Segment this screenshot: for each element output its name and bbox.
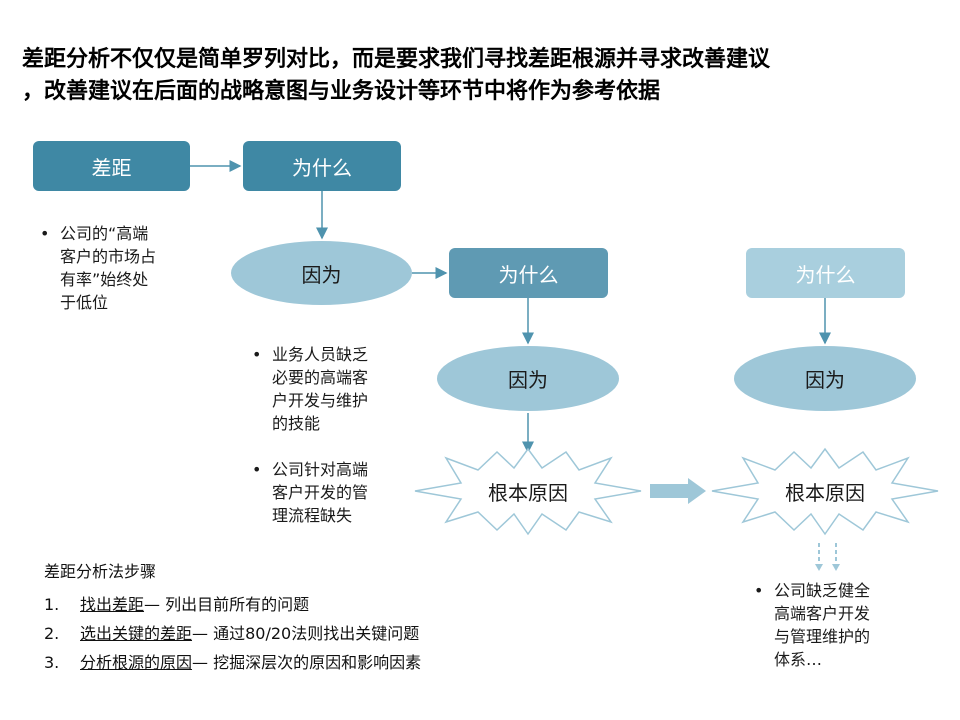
page-title: 差距分析不仅仅是简单罗列对比，而是要求我们寻找差距根源并寻求改善建议 ，改善建议… xyxy=(22,44,942,108)
bullet-line: 公司针对高端 xyxy=(272,460,369,479)
step-key: 选出关键的差距 xyxy=(80,624,193,643)
steps-title: 差距分析法步骤 xyxy=(44,562,157,581)
step-number: 2. xyxy=(44,624,60,643)
root-bullet: • 公司缺乏健全 高端客户开发 与管理维护的 体系… xyxy=(754,579,870,671)
why-box-1: 为什么 xyxy=(243,141,401,191)
block-arrow-icon xyxy=(650,478,706,504)
root-cause-label-2: 根本原因 xyxy=(785,480,865,505)
bullet-line: 与管理维护的 xyxy=(774,627,871,646)
root-cause-label-1: 根本原因 xyxy=(488,480,568,505)
step-number: 3. xyxy=(44,653,60,672)
bullet-line: 客户的市场占 xyxy=(60,247,157,266)
cause-bullet-1: • 业务人员缺乏 必要的高端客 户开发与维护 的技能 xyxy=(252,343,368,435)
bullet-line: 公司缺乏健全 xyxy=(774,581,871,600)
gap-bullet: • 公司的“高端 客户的市场占 有率”始终处 于低位 xyxy=(40,222,156,314)
bullet-dot-icon: • xyxy=(252,460,262,479)
step-item-1: 1. 找出差距— 列出目前所有的问题 xyxy=(44,591,309,615)
cause-bullet-2: • 公司针对高端 客户开发的管 理流程缺失 xyxy=(252,458,368,527)
step-desc: — 通过80/20法则找出关键问题 xyxy=(192,624,420,643)
bullet-line: 高端客户开发 xyxy=(774,604,871,623)
bullet-line: 的技能 xyxy=(272,414,321,433)
because-ellipse-1: 因为 xyxy=(231,241,412,305)
step-key: 找出差距 xyxy=(80,595,145,614)
gap-box: 差距 xyxy=(33,141,190,191)
because-ellipse-2: 因为 xyxy=(437,346,619,411)
step-desc: — 挖掘深层次的原因和影响因素 xyxy=(192,653,422,672)
bullet-line: 业务人员缺乏 xyxy=(272,345,369,364)
bullet-line: 户开发与维护 xyxy=(272,391,369,410)
bullet-dot-icon: • xyxy=(754,581,764,600)
bullet-dot-icon: • xyxy=(40,224,50,243)
bullet-dot-icon: • xyxy=(252,345,262,364)
bullet-line: 必要的高端客 xyxy=(272,368,369,387)
root-cause-star-1 xyxy=(414,447,642,536)
why-box-3: 为什么 xyxy=(746,248,905,298)
bullet-line: 理流程缺失 xyxy=(272,506,353,525)
step-key: 分析根源的原因 xyxy=(80,653,193,672)
step-number: 1. xyxy=(44,595,60,614)
step-desc: — 列出目前所有的问题 xyxy=(144,595,310,614)
why-box-2: 为什么 xyxy=(449,248,608,298)
bullet-line: 有率”始终处 xyxy=(60,270,149,289)
step-item-2: 2. 选出关键的差距— 通过80/20法则找出关键问题 xyxy=(44,620,419,644)
bullet-line: 客户开发的管 xyxy=(272,483,369,502)
title-line-1: 差距分析不仅仅是简单罗列对比，而是要求我们寻找差距根源并寻求改善建议 xyxy=(22,47,771,72)
root-cause-star-2 xyxy=(711,447,939,536)
because-ellipse-3: 因为 xyxy=(734,346,916,411)
bullet-line: 体系… xyxy=(774,650,823,669)
step-item-3: 3. 分析根源的原因— 挖掘深层次的原因和影响因素 xyxy=(44,649,421,673)
bullet-line: 于低位 xyxy=(60,293,109,312)
bullet-line: 公司的“高端 xyxy=(60,224,149,243)
title-line-2: ，改善建议在后面的战略意图与业务设计等环节中将作为参考依据 xyxy=(22,79,661,104)
